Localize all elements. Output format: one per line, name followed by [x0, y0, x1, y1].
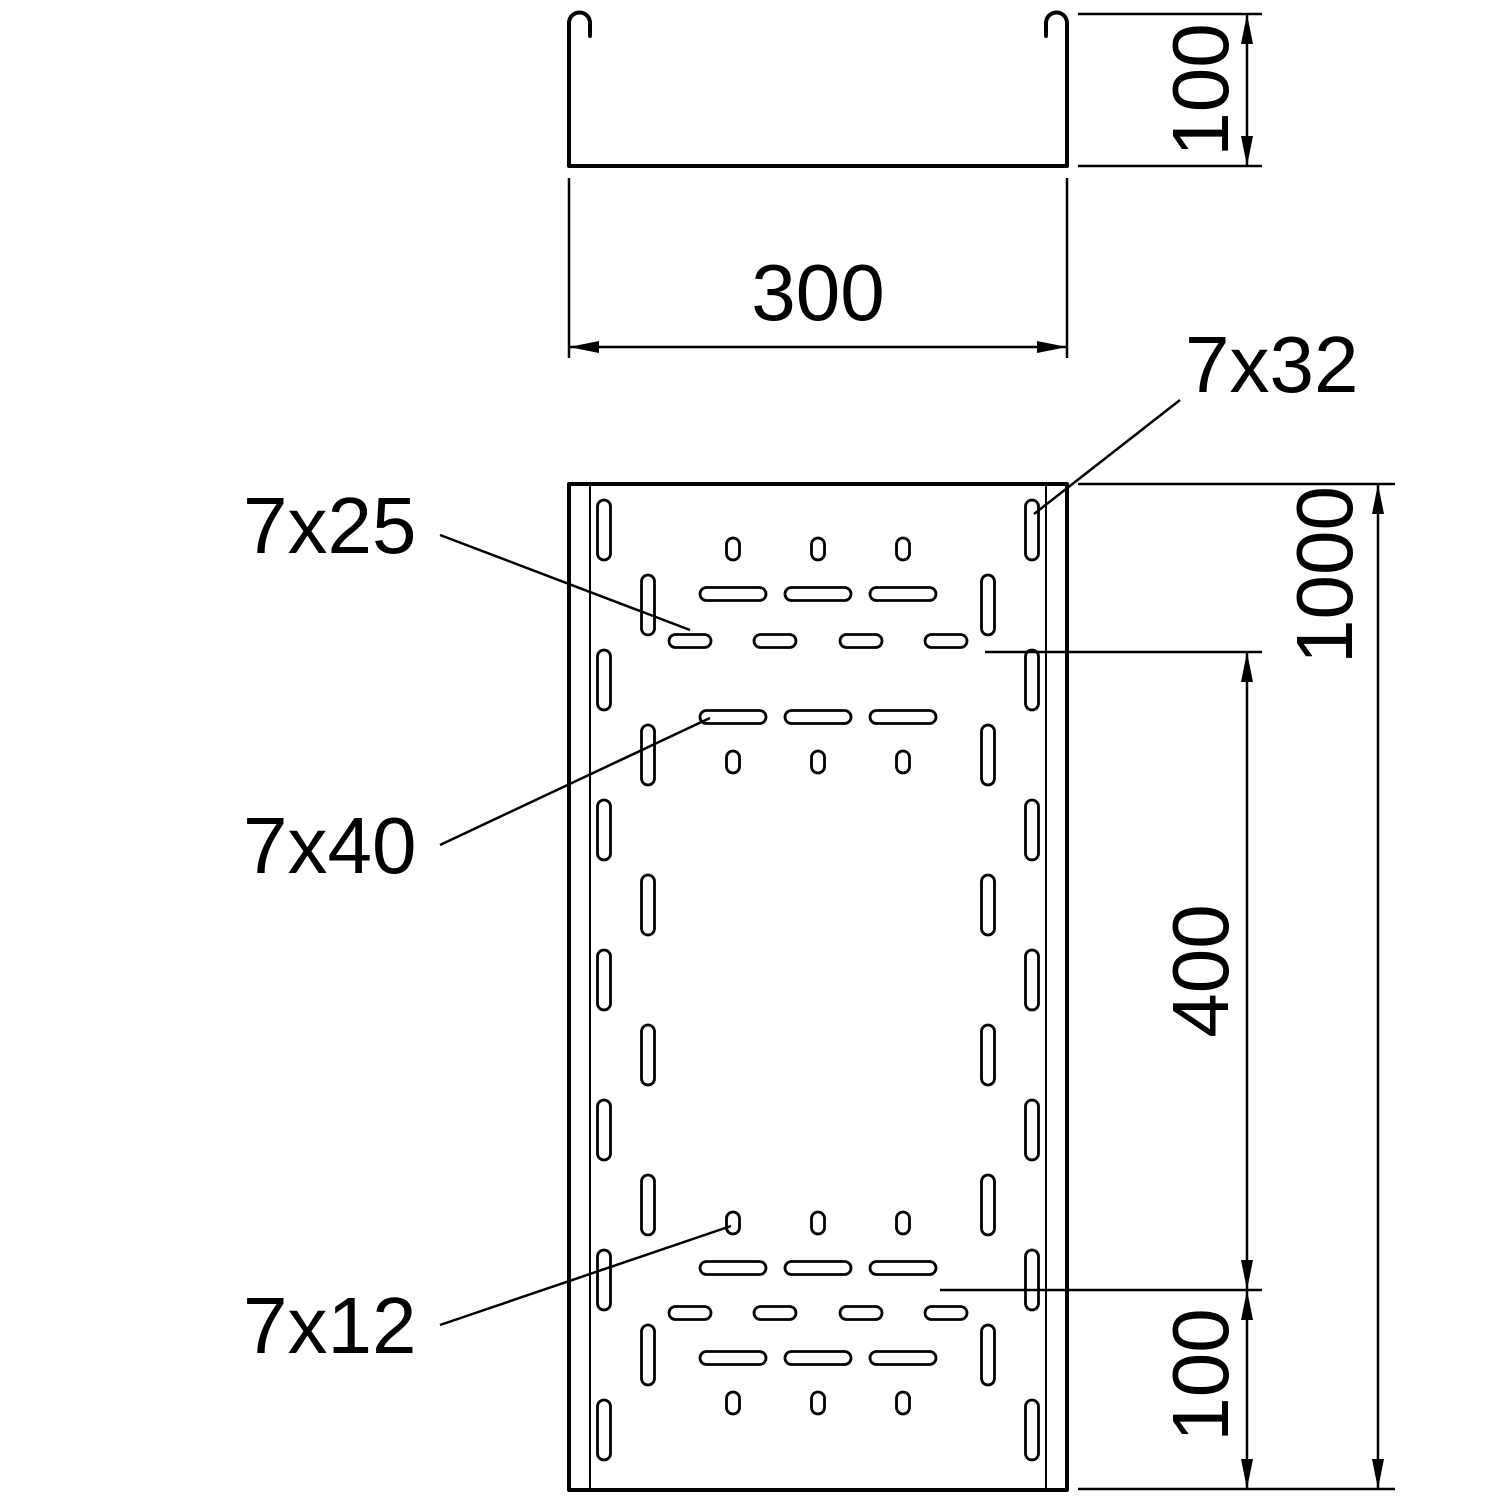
rail-slot-7x32	[1024, 1398, 1040, 1462]
floor-slot-7x25	[923, 1305, 969, 1321]
floor-slot-7x40	[698, 586, 768, 602]
arrowhead	[1241, 652, 1253, 682]
rail-slot-7x32	[980, 1173, 996, 1237]
arrowhead	[1241, 14, 1253, 44]
floor-slot-7x25	[838, 1305, 884, 1321]
floor-hole-7x12	[725, 749, 741, 775]
rail-slot-7x32	[640, 1173, 656, 1237]
rail-slot-7x32	[640, 723, 656, 787]
rail-slot-7x32	[980, 573, 996, 637]
slot-label-7x25: 7x25	[243, 481, 416, 570]
leader-line	[439, 1224, 732, 1327]
rail-slot-7x32	[980, 1323, 996, 1387]
rail-slot-7x32	[1024, 1248, 1040, 1312]
floor-slot-7x25	[923, 633, 969, 649]
floor-slot-7x25	[838, 633, 884, 649]
pattern-length-dimension: 400	[940, 650, 1262, 1292]
tray-profile	[567, 10, 1069, 168]
length-dimension-text: 1000	[1280, 486, 1369, 664]
floor-slot-7x40	[868, 709, 938, 725]
rail-slot-7x32	[980, 873, 996, 937]
arrowhead	[1241, 1290, 1253, 1320]
rail-slot-7x32	[596, 648, 612, 712]
rail-slot-7x32	[1024, 798, 1040, 862]
floor-slot-7x40	[868, 1260, 938, 1276]
tray-body	[567, 482, 1069, 1492]
floor-hole-7x12	[725, 1390, 741, 1416]
leader-line	[1033, 399, 1181, 515]
floor-hole-7x12	[810, 749, 826, 775]
end-distance-text: 100	[1156, 1308, 1245, 1441]
section-width-dimension: 300	[567, 178, 1069, 358]
floor-slot-7x40	[783, 586, 853, 602]
callout-7x32: 7x32	[1033, 320, 1358, 515]
height-dimension-text: 100	[1156, 23, 1245, 156]
floor-slot-7x40	[698, 709, 768, 725]
floor-hole-7x12	[895, 1210, 911, 1236]
floor-hole-7x12	[810, 1390, 826, 1416]
tray-length-dimension: 1000	[1078, 482, 1395, 1491]
floor-hole-7x12	[725, 1210, 741, 1236]
arrowhead	[1241, 136, 1253, 166]
rail-slot-7x32	[1024, 648, 1040, 712]
rail-slot-7x32	[640, 1323, 656, 1387]
callout-7x12: 7x12	[243, 1224, 732, 1370]
rail-slot-7x32	[596, 1248, 612, 1312]
floor-hole-7x12	[810, 536, 826, 562]
cross-section-view	[567, 10, 1069, 168]
slot-label-7x12: 7x12	[243, 1281, 416, 1370]
rail-slot-7x32	[596, 498, 612, 562]
rail-slot-7x32	[596, 1398, 612, 1462]
rail-slot-7x32	[640, 573, 656, 637]
rail-slot-7x32	[980, 723, 996, 787]
floor-slot-7x40	[783, 709, 853, 725]
floor-hole-7x12	[895, 536, 911, 562]
arrowhead	[1241, 1459, 1253, 1489]
floor-hole-7x12	[895, 1390, 911, 1416]
floor-slot-7x40	[698, 1350, 768, 1366]
rail-slot-7x32	[1024, 948, 1040, 1012]
floor-slot-7x25	[752, 633, 798, 649]
arrowhead	[1372, 484, 1384, 514]
width-dimension-text: 300	[751, 248, 884, 337]
arrowhead	[569, 341, 599, 353]
floor-slot-7x25	[667, 633, 713, 649]
floor-slot-7x40	[868, 1350, 938, 1366]
floor-hole-7x12	[895, 749, 911, 775]
arrowhead	[1372, 1459, 1384, 1489]
floor-slot-7x40	[698, 1260, 768, 1276]
floor-slot-7x40	[868, 586, 938, 602]
arrowhead	[1037, 341, 1067, 353]
rail-slot-7x32	[1024, 498, 1040, 562]
slot-label-7x32: 7x32	[1185, 320, 1358, 409]
rail-slot-7x32	[640, 1023, 656, 1087]
floor-hole-7x12	[810, 1210, 826, 1236]
slot-label-7x40: 7x40	[243, 801, 416, 890]
floor-hole-7x12	[725, 536, 741, 562]
leader-line	[439, 533, 691, 632]
rail-slot-7x32	[1024, 1098, 1040, 1162]
floor-slot-7x25	[752, 1305, 798, 1321]
plan-view	[567, 482, 1069, 1492]
callout-7x40: 7x40	[243, 716, 711, 890]
rail-slot-7x32	[596, 798, 612, 862]
end-distance-dimension: 100	[1156, 1290, 1253, 1489]
perforation-pattern	[596, 498, 1040, 1462]
pattern-dimension-text: 400	[1156, 904, 1245, 1037]
floor-slot-7x40	[783, 1260, 853, 1276]
floor-slot-7x40	[783, 1350, 853, 1366]
rail-slot-7x32	[640, 873, 656, 937]
leader-line	[439, 716, 711, 847]
section-height-dimension: 100	[1078, 12, 1262, 168]
rail-slot-7x32	[596, 1098, 612, 1162]
callout-7x25: 7x25	[243, 481, 691, 632]
arrowhead	[1241, 1260, 1253, 1290]
floor-slot-7x25	[667, 1305, 713, 1321]
rail-slot-7x32	[980, 1023, 996, 1087]
rail-slot-7x32	[596, 948, 612, 1012]
